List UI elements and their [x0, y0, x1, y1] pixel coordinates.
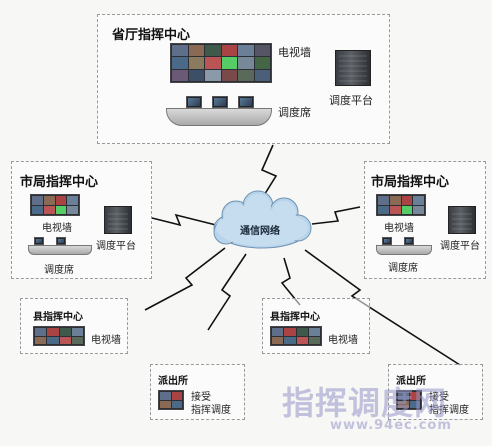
link-city-left: [151, 213, 217, 227]
link-provincial: [257, 144, 278, 206]
provincial-dispatch-seat-label: 调度席: [278, 106, 311, 119]
county-left-video-wall-label: 电视墙: [91, 335, 121, 346]
city-left-video-wall-image: [30, 194, 80, 216]
station-right-line1: 接受: [429, 392, 449, 403]
county-left-video-wall-image: [33, 326, 85, 346]
station-left-video-image: [158, 390, 184, 410]
station-right-line2: 指挥调度: [429, 405, 469, 416]
county-right-video-wall-image: [270, 326, 322, 346]
link-station-left: [207, 253, 247, 331]
link-county-right: [280, 257, 301, 306]
city-right-video-wall-image: [376, 194, 426, 216]
provincial-dispatch-seat-image: [166, 108, 272, 126]
city-right-monitor-icon: [382, 237, 392, 245]
watermark-logo-text: 指挥调度网: [282, 384, 448, 422]
city-right-center-title: 市局指挥中心: [371, 175, 450, 190]
city-left-monitor-icon: [56, 237, 66, 245]
city-right-dispatch-platform-label: 调度平台: [440, 241, 480, 252]
county-left-center-title: 县指挥中心: [33, 312, 83, 323]
link-station-right: [304, 249, 461, 366]
county-right-center-title: 县指挥中心: [270, 312, 320, 323]
provincial-monitor-icon: [212, 96, 228, 108]
link-county-left: [144, 247, 226, 311]
provincial-monitor-icon: [186, 96, 202, 108]
city-left-monitor-icon: [34, 237, 44, 245]
city-left-video-wall-label: 电视墙: [42, 223, 72, 234]
city-right-dispatch-platform-image: [448, 206, 476, 234]
cloud-shape: [213, 190, 312, 249]
city-right-monitor-icon: [404, 237, 414, 245]
city-left-dispatch-seat-image: [28, 245, 92, 255]
station-left-line2: 指挥调度: [191, 405, 231, 416]
station-left-line1: 接受: [191, 392, 211, 403]
link-city-right: [311, 206, 361, 225]
county-right-video-wall-label: 电视墙: [328, 335, 358, 346]
provincial-video-wall-label: 电视墙: [278, 46, 311, 59]
network-label: 通信网络: [240, 226, 280, 237]
provincial-video-wall-image: [170, 43, 272, 83]
provincial-dispatch-platform-image: [335, 50, 371, 86]
station-right-title: 派出所: [396, 376, 426, 387]
city-right-dispatch-seat-label: 调度席: [388, 263, 418, 274]
station-right-video-image: [396, 390, 422, 410]
city-left-dispatch-platform-image: [104, 206, 132, 234]
provincial-center-title: 省厅指挥中心: [112, 28, 191, 43]
city-left-center-title: 市局指挥中心: [20, 175, 99, 190]
city-right-video-wall-label: 电视墙: [384, 223, 414, 234]
station-left-title: 派出所: [158, 376, 188, 387]
city-left-dispatch-platform-label: 调度平台: [96, 241, 136, 252]
watermark-url: www.94ec.com: [330, 418, 452, 433]
provincial-monitor-icon: [238, 96, 254, 108]
city-right-dispatch-seat-image: [376, 245, 432, 255]
provincial-dispatch-platform-label: 调度平台: [329, 94, 373, 107]
city-left-dispatch-seat-label: 调度席: [44, 265, 74, 276]
